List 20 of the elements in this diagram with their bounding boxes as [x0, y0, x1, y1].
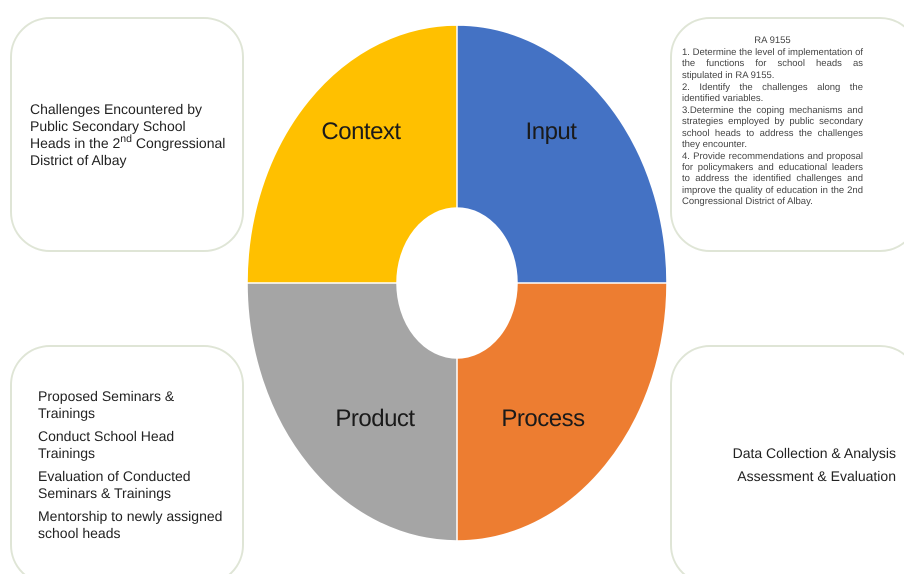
body-text: 2. Identify the challenges along the identified variables. — [682, 82, 863, 104]
body-text: Mentorship to newly assigned school heads — [38, 508, 224, 542]
body-text: 3.Determine the coping mechanisms and strategies employed by public secondary school heads to address the challenges they encounter. — [682, 105, 863, 150]
body-text: Data Collection & Analysis — [732, 445, 896, 462]
quadrant-label: Process — [501, 405, 585, 433]
rounded-text-box — [10, 17, 244, 252]
quadrant-label: Input — [526, 118, 576, 146]
heading-text: RA 9155 — [753, 35, 792, 46]
body-text: Assessment & Evaluation — [736, 468, 896, 485]
body-text: Conduct School Head Trainings — [38, 428, 176, 462]
body-text: 1. Determine the level of implementation of the functions for school heads as stipulated in RA 9155. — [682, 47, 863, 81]
body-text: 4. Provide recommendations and proposal for policymakers and educational leaders to address the identified challenges and improve the quality of education in the 2nd Congressional District of Albay. — [682, 151, 863, 208]
rounded-text-box — [670, 345, 904, 574]
quadrant-label: Context — [321, 118, 401, 146]
body-text: Challenges Encountered by Public Secondary School Heads in the 2$^{nd}$ Congressional District of Albay — [30, 100, 226, 168]
body-text: Proposed Seminars & Trainings — [38, 388, 176, 422]
body-text: Evaluation of Conducted Seminars & Trainings — [38, 468, 192, 502]
rounded-text-box — [10, 345, 244, 574]
quadrant-label: Product — [335, 405, 415, 433]
rounded-text-box — [670, 17, 904, 252]
